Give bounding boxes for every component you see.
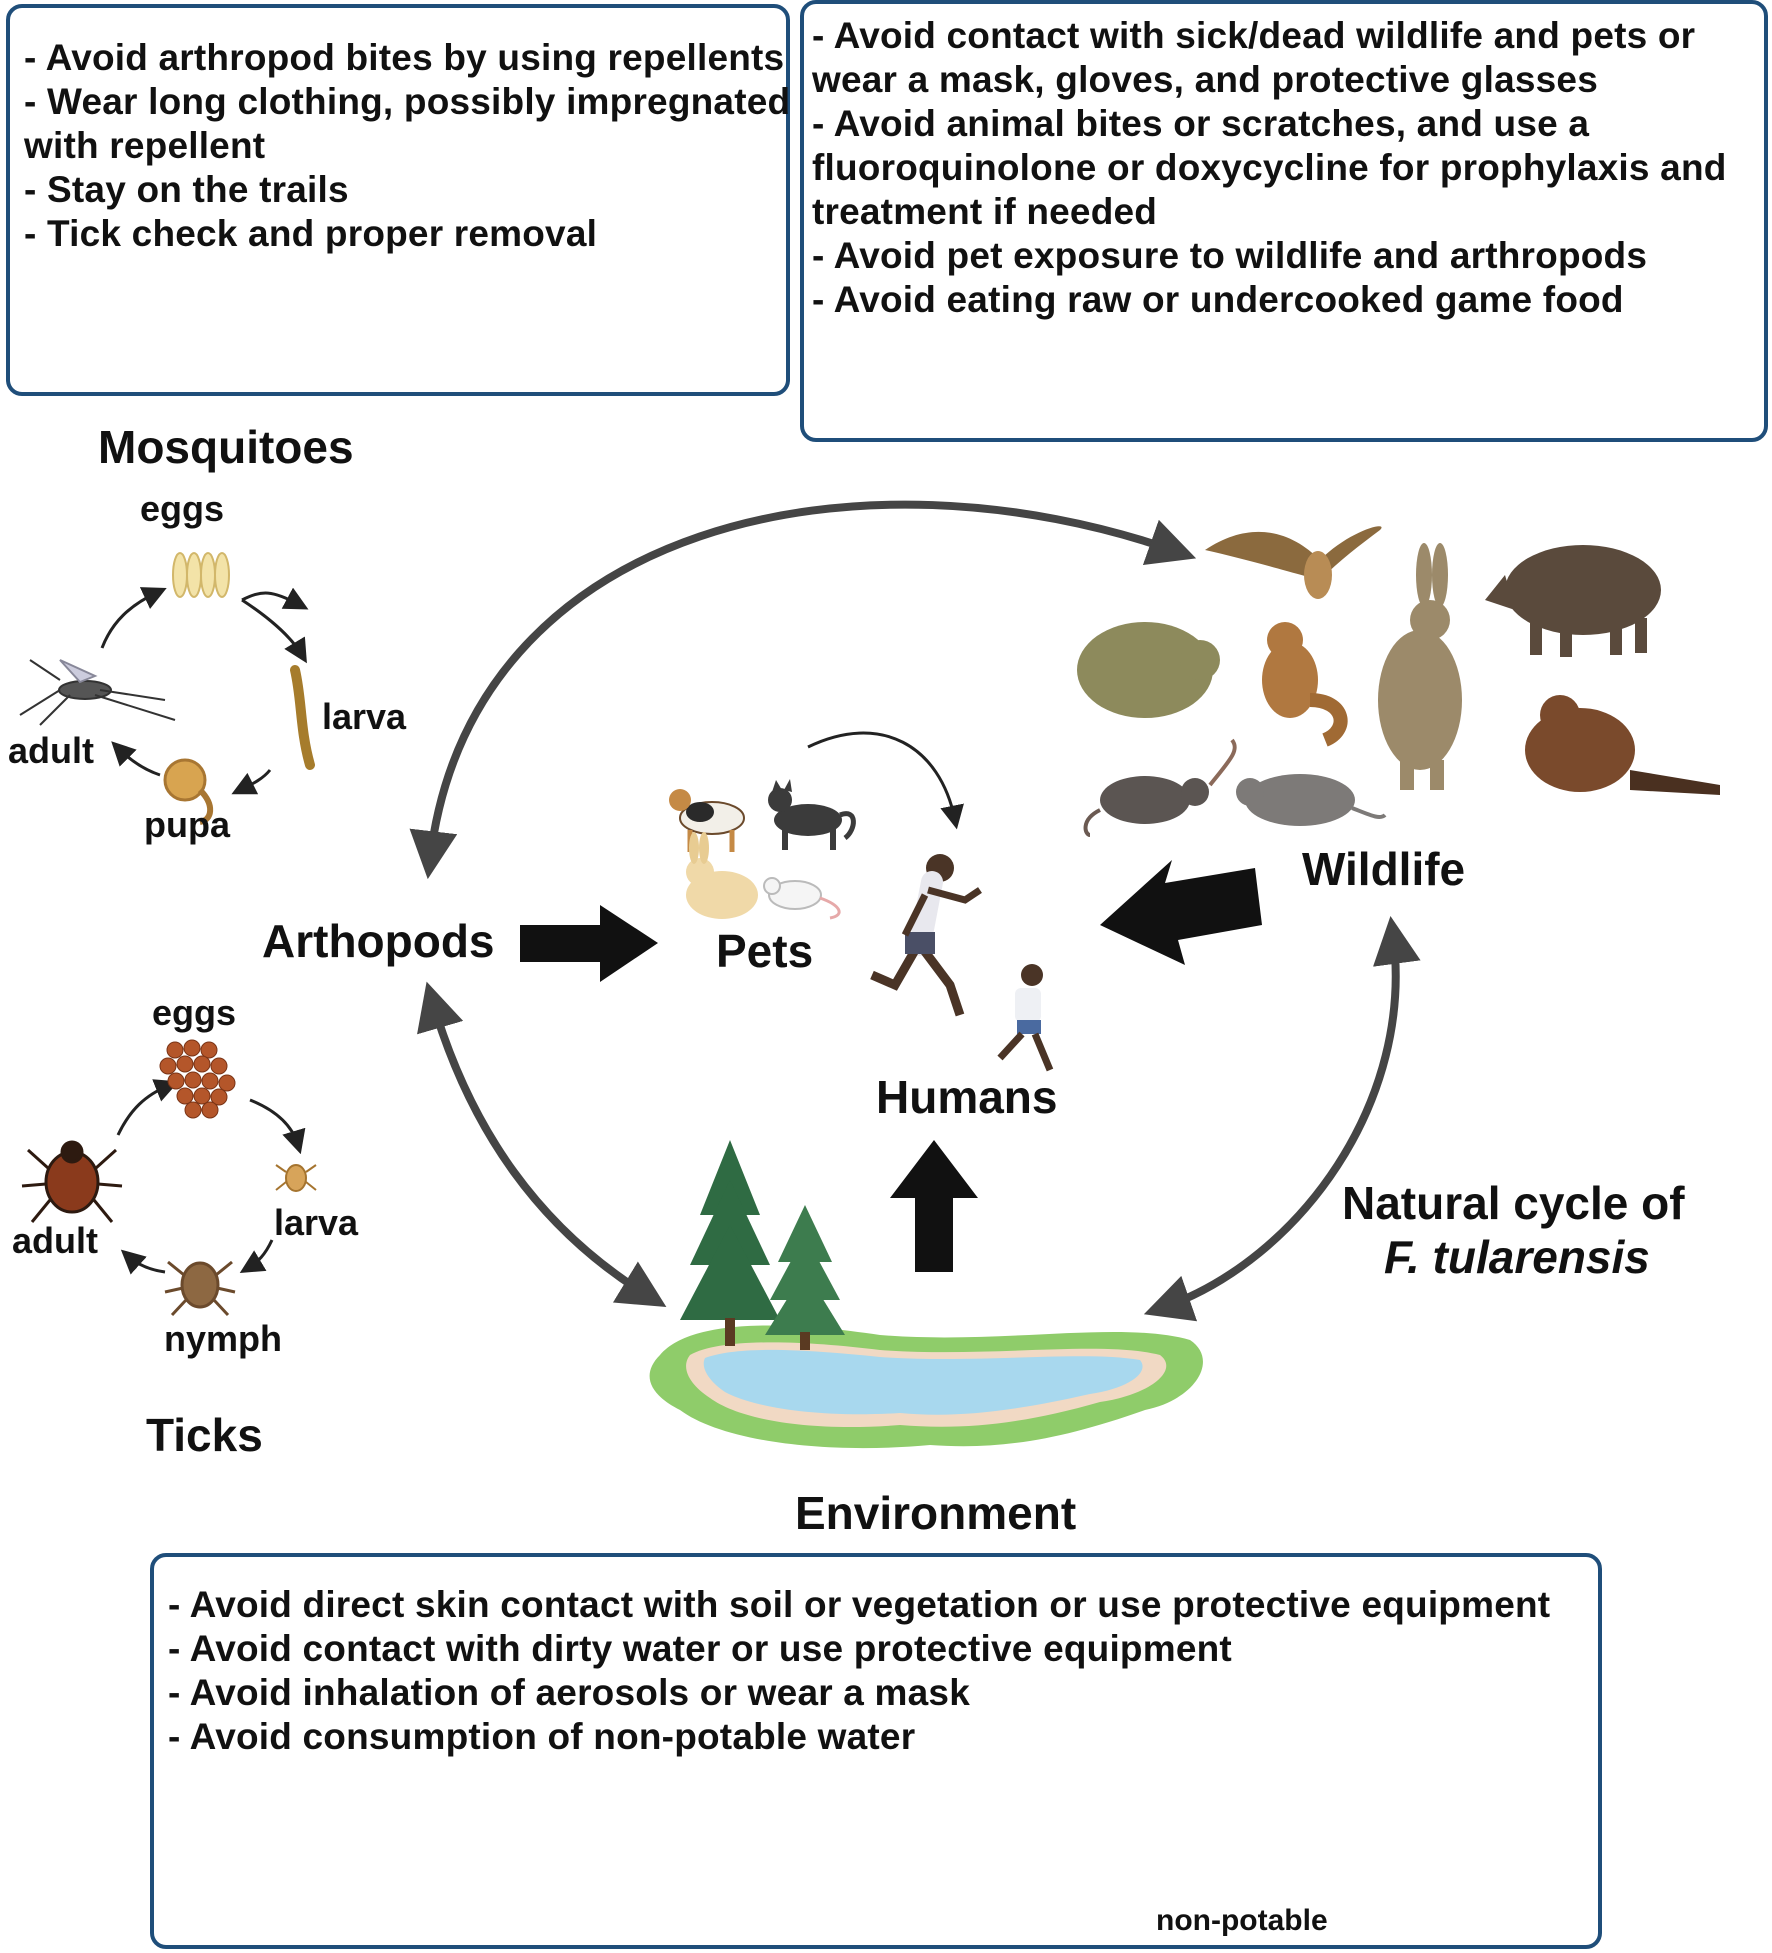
mosquito-eggs-label: eggs xyxy=(140,488,225,529)
prairie-animal-icon xyxy=(1077,622,1220,718)
wildlife-prevention-box: Avoid contact with sick/dead wildlife an… xyxy=(800,0,1768,442)
mosquito-cycle xyxy=(19,552,315,825)
mosquito-pupa-label: pupa xyxy=(144,804,230,845)
dog-icon xyxy=(669,789,745,852)
natural-cycle-label: Natural cycle of xyxy=(1342,1177,1685,1229)
cat-icon xyxy=(768,779,856,850)
prevention-item: Avoid consumption of non-potable water xyxy=(168,1715,1588,1759)
arrow-wildlife-to-humans xyxy=(1100,860,1262,965)
rabbit-icon xyxy=(686,832,758,919)
mouse-icon xyxy=(763,877,841,920)
arthropods-label: Arthopods xyxy=(262,915,495,967)
wildlife-prevention-list: Avoid contact with sick/dead wildlife an… xyxy=(812,14,1756,322)
arrow-arthropods-environment xyxy=(417,981,667,1307)
running-adult-icon xyxy=(870,854,982,1017)
ticks-label: Ticks xyxy=(146,1409,263,1461)
tick-eggs-icon xyxy=(159,1039,236,1119)
tick-nymph-icon xyxy=(164,1260,236,1317)
vole-icon xyxy=(1236,774,1387,826)
prevention-item: Avoid contact with sick/dead wildlife an… xyxy=(812,14,1756,58)
prevention-item: Avoid animal bites or scratches, and use… xyxy=(812,102,1756,146)
arrow-pets-humans xyxy=(807,731,964,830)
pets-label: Pets xyxy=(716,925,814,977)
wildlife-label: Wildlife xyxy=(1302,843,1466,895)
mosquito-pupa-icon xyxy=(163,758,214,825)
chipmunk-icon xyxy=(1262,622,1348,747)
environment-label: Environment xyxy=(795,1487,1077,1539)
environment-prevention-list: Avoid direct skin contact with soil or v… xyxy=(168,1583,1588,1759)
arthropod-prevention-box: Avoid arthropod bites by using repellent… xyxy=(6,4,790,396)
running-child-icon xyxy=(997,964,1054,1072)
prevention-item: Avoid contact with dirty water or use pr… xyxy=(168,1627,1588,1671)
tick-cycle xyxy=(21,1039,317,1317)
arrow-arthropods-to-pets xyxy=(520,905,658,982)
mosquito-eggs-icon xyxy=(172,552,230,598)
mosquito-adult-label: adult xyxy=(8,730,94,771)
boar-icon xyxy=(1485,545,1661,657)
tick-adult-icon xyxy=(21,1140,123,1223)
mosquito-larva-icon xyxy=(290,665,315,770)
pets-group xyxy=(669,779,856,920)
tick-larva-label: larva xyxy=(274,1202,359,1243)
mosquito-adult-icon xyxy=(19,659,176,726)
prevention-item-continued: wear a mask, gloves, and protective glas… xyxy=(812,59,1598,100)
tick-larva-icon xyxy=(275,1164,317,1192)
prevention-item: Avoid pet exposure to wildlife and arthr… xyxy=(812,234,1756,278)
prevention-item: Avoid inhalation of aerosols or wear a m… xyxy=(168,1671,1588,1715)
arthropod-prevention-list: Avoid arthropod bites by using repellent… xyxy=(24,36,790,256)
mosq-arrow-1 xyxy=(241,587,309,610)
mosquitoes-label: Mosquitoes xyxy=(98,421,354,473)
non-potable-label: non-potable xyxy=(1156,1904,1328,1937)
tick-nymph-label: nymph xyxy=(164,1318,283,1359)
species-label: F. tularensis xyxy=(1384,1231,1650,1283)
prevention-item-continued: with repellent xyxy=(24,125,266,166)
wildlife-group xyxy=(1077,526,1720,837)
prevention-item: Stay on the trails xyxy=(24,168,776,212)
tick-eggs-label: eggs xyxy=(152,992,237,1033)
prevention-item: Avoid eating raw or undercooked game foo… xyxy=(812,278,1756,322)
beaver-icon xyxy=(1525,695,1720,795)
arrow-wildlife-environment xyxy=(1143,915,1421,1322)
pine-tree-icon xyxy=(765,1205,845,1350)
arrow-environment-to-humans xyxy=(890,1140,978,1272)
prevention-item-continued: fluoroquinolone or doxycycline for proph… xyxy=(812,147,1727,188)
hare-icon xyxy=(1378,543,1462,790)
prevention-item: Avoid direct skin contact with soil or v… xyxy=(168,1583,1588,1627)
pine-tree-icon xyxy=(680,1140,780,1346)
prevention-item: Avoid arthropod bites by using repellent… xyxy=(24,36,785,80)
hawk-icon xyxy=(1205,526,1382,599)
prevention-item-continued: treatment if needed xyxy=(812,191,1158,232)
rat-icon xyxy=(1083,738,1237,837)
humans-group xyxy=(870,854,1054,1072)
arrow-arthropods-wildlife xyxy=(409,500,1197,880)
mosq-arrow-2 xyxy=(100,587,167,649)
humans-label: Humans xyxy=(876,1071,1058,1123)
environment-prevention-box: Avoid direct skin contact with soil or v… xyxy=(150,1553,1602,1949)
prevention-item: Wear long clothing, possibly impregnated xyxy=(24,80,790,124)
tick-adult-label: adult xyxy=(12,1220,98,1261)
prevention-item: Tick check and proper removal xyxy=(24,212,776,256)
mosquito-larva-label: larva xyxy=(322,696,407,737)
environment-icon xyxy=(649,1140,1203,1449)
